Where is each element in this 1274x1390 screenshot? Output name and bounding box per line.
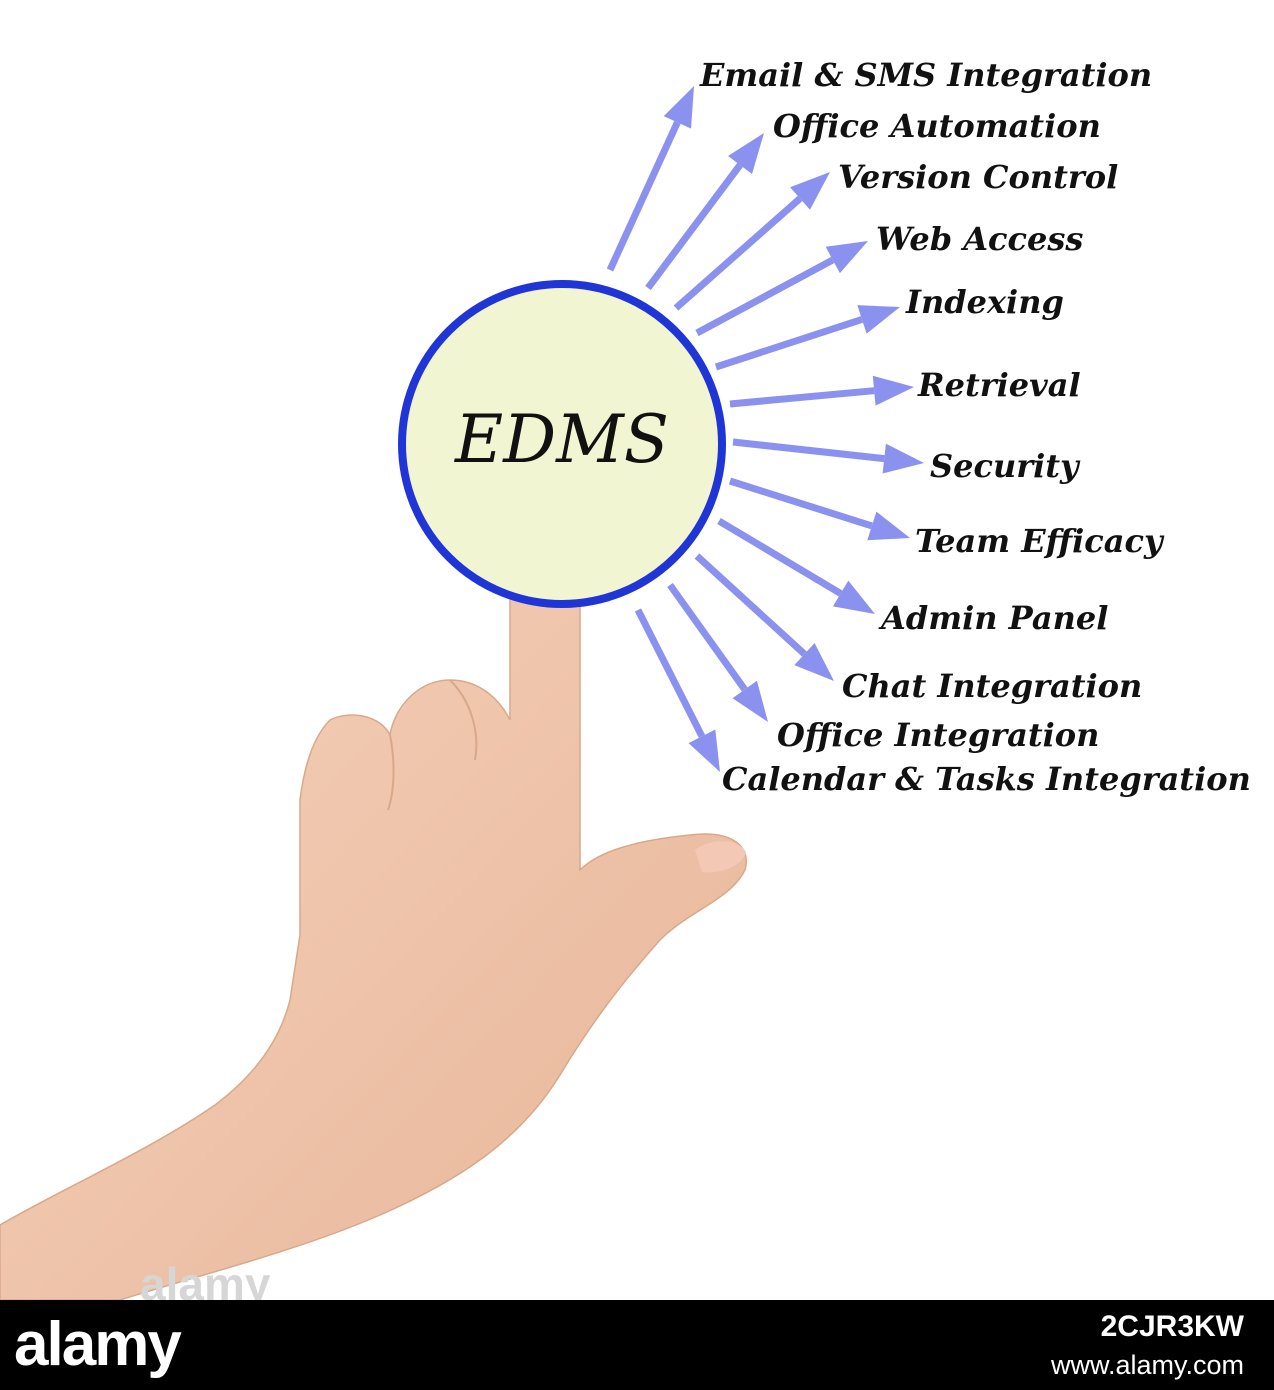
arrow-shaft-6 <box>729 387 875 408</box>
feature-label-web-access: Web Access <box>876 220 1083 258</box>
feature-label-email-sms: Email & SMS Integration <box>699 56 1152 94</box>
arrow-shaft-9 <box>717 517 843 597</box>
feature-labels: Email & SMS Integration Office Automatio… <box>699 56 1251 798</box>
arrow-head-10 <box>794 642 834 681</box>
arrow-head-8 <box>867 511 910 541</box>
arrow-shaft-8 <box>728 477 873 530</box>
arrow-shaft-7 <box>732 438 885 463</box>
arrow-shaft-3 <box>673 195 803 311</box>
arrow-shaft-10 <box>694 553 807 657</box>
arrow-head-3 <box>790 172 830 210</box>
arrow-shaft-4 <box>695 256 835 337</box>
arrow-shaft-2 <box>645 162 743 291</box>
footer-bar: alamy 2CJR3KW www.alamy.com <box>0 1300 1274 1390</box>
feature-label-chat-integration: Chat Integration <box>842 667 1142 705</box>
arrow-head-11 <box>732 680 768 722</box>
arrow-head-1 <box>663 86 694 129</box>
feature-label-indexing: Indexing <box>905 283 1064 321</box>
arrow-head-5 <box>857 305 900 334</box>
feature-label-office-integration: Office Integration <box>777 716 1099 754</box>
arrow-head-7 <box>882 443 924 474</box>
arrow-head-9 <box>832 580 875 614</box>
feature-label-security: Security <box>930 447 1081 485</box>
arrow-shaft-1 <box>606 120 681 272</box>
arrow-head-12 <box>688 729 720 772</box>
arrow-shaft-12 <box>634 608 706 738</box>
arrow-head-4 <box>825 241 868 274</box>
image-id: 2CJR3KW <box>1100 1310 1244 1343</box>
pointing-hand <box>0 526 747 1300</box>
alamy-logo: alamy <box>14 1310 182 1379</box>
arrow-head-6 <box>872 375 914 406</box>
arrow-shaft-11 <box>667 582 748 692</box>
feature-label-team-efficacy: Team Efficacy <box>915 522 1165 560</box>
edms-circle <box>398 280 726 608</box>
arrow-head-2 <box>728 133 764 175</box>
feature-arrows <box>606 86 924 772</box>
feature-label-retrieval: Retrieval <box>917 366 1081 404</box>
site-url: www.alamy.com <box>1050 1350 1244 1380</box>
feature-label-office-automation: Office Automation <box>773 107 1101 145</box>
feature-label-calendar-tasks: Calendar & Tasks Integration <box>722 760 1251 798</box>
feature-label-admin-panel: Admin Panel <box>878 599 1108 637</box>
edms-diagram: EDMS Email & SMS Integration Office Auto… <box>0 56 1251 1300</box>
edms-center-label: EDMS <box>454 401 669 478</box>
feature-label-version-control: Version Control <box>838 158 1118 196</box>
arrow-shaft-5 <box>714 316 864 371</box>
watermark: alamy <box>140 1258 271 1300</box>
